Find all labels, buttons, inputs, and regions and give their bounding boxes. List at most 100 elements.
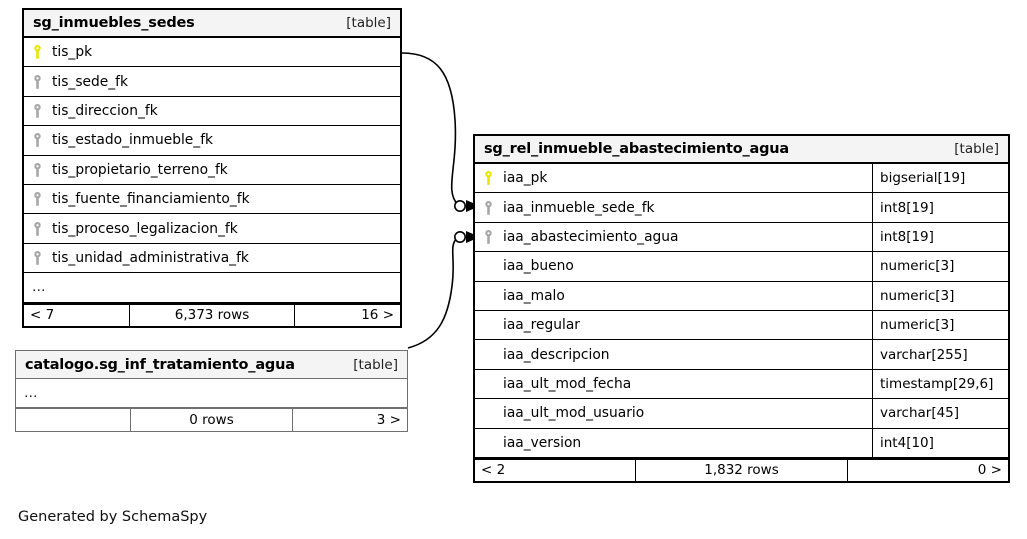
table-row[interactable]: tis_unidad_administrativa_fk [24,244,400,274]
column-cell: iaa_bueno [475,252,872,280]
column-cell: iaa_version [475,429,872,457]
column-type: int8[19] [872,193,1008,222]
table-row[interactable]: iaa_inmueble_sede_fk int8[19] [475,193,1008,223]
table-row[interactable]: tis_proceso_legalizacion_fk [24,214,400,244]
column-name: iaa_regular [503,317,580,334]
column-name: iaa_bueno [503,258,574,275]
table-row[interactable]: iaa_malo numeric[3] [475,281,1008,311]
table-row[interactable]: tis_direccion_fk [24,97,400,127]
column-cell: tis_fuente_financiamiento_fk [24,185,400,213]
column-name: tis_fuente_financiamiento_fk [52,191,250,208]
more-columns-row[interactable]: … [24,273,400,303]
footer-row-count: 1,832 rows [635,459,848,481]
foreign-key-icon [33,74,52,89]
column-cell: tis_direccion_fk [24,97,400,125]
table-title: sg_inmuebles_sedes [33,15,195,31]
column-cell: iaa_regular [475,311,872,339]
primary-key-icon [484,171,503,185]
column-cell: tis_propietario_terreno_fk [24,156,400,184]
column-cell: iaa_ult_mod_fecha [475,370,872,398]
column-name: iaa_malo [503,287,565,304]
table-row[interactable]: iaa_ult_mod_fecha timestamp[29,6] [475,369,1008,400]
generated-by-note: Generated by SchemaSpy [18,509,208,525]
footer-parents-count[interactable] [16,409,130,431]
column-name: iaa_ult_mod_fecha [503,375,632,392]
relationship-line-2 [407,236,459,349]
table-row[interactable]: tis_fuente_financiamiento_fk [24,185,400,215]
column-cell: iaa_inmueble_sede_fk [475,193,872,221]
table-row[interactable]: iaa_bueno numeric[3] [475,252,1008,282]
table-row[interactable]: iaa_regular numeric[3] [475,310,1008,341]
table-row[interactable]: iaa_ult_mod_usuario varchar[45] [475,399,1008,429]
foreign-key-icon [33,221,52,236]
table-node-sg-rel-inmueble-abastecimiento-agua[interactable]: sg_rel_inmueble_abastecimiento_agua [tab… [473,134,1010,483]
footer-children-count[interactable]: 16 > [361,307,394,324]
table-header: catalogo.sg_inf_tratamiento_agua [table] [16,351,407,379]
table-row[interactable]: iaa_pk bigserial[19] [475,164,1008,194]
relationship-line-1 [401,52,459,206]
more-columns-ellipsis: … [24,385,39,402]
cardinality-zero-marker-2 [453,231,466,244]
table-node-catalogo-sg-inf-tratamiento-agua[interactable]: catalogo.sg_inf_tratamiento_agua [table]… [15,350,408,433]
table-row[interactable]: tis_pk [24,38,400,68]
column-cell: tis_pk [24,38,400,66]
foreign-key-icon [484,200,503,215]
footer-row-count: 6,373 rows [129,304,295,326]
table-type-tag: [table] [346,15,391,31]
more-columns-ellipsis: … [32,279,47,296]
table-row[interactable]: iaa_descripcion varchar[255] [475,340,1008,370]
table-footer: < 7 6,373 rows 16 > [24,302,400,326]
column-cell: tis_proceso_legalizacion_fk [24,214,400,242]
column-name: iaa_inmueble_sede_fk [503,199,655,216]
column-cell: tis_sede_fk [24,67,400,95]
column-name: iaa_pk [503,170,548,187]
table-row[interactable]: iaa_version int4[10] [475,428,1008,458]
footer-parents-count[interactable]: < 2 [481,462,506,479]
column-type: varchar[255] [872,340,1008,369]
column-name: tis_direccion_fk [52,102,158,119]
column-cell: iaa_ult_mod_usuario [475,399,872,427]
column-type: numeric[3] [872,252,1008,281]
table-type-tag: [table] [353,356,398,373]
column-type: bigserial[19] [872,164,1008,193]
column-type: varchar[45] [872,399,1008,428]
table-row[interactable]: tis_propietario_terreno_fk [24,156,400,185]
table-row[interactable]: tis_estado_inmueble_fk [24,126,400,156]
column-cell: tis_unidad_administrativa_fk [24,244,400,272]
table-node-sg-inmuebles-sedes[interactable]: sg_inmuebles_sedes [table] tis_pk tis_se… [22,8,402,328]
footer-children-count[interactable]: 3 > [376,412,401,429]
footer-row-count: 0 rows [130,409,293,432]
table-row[interactable]: iaa_abastecimiento_agua int8[19] [475,222,1008,253]
footer-children-count[interactable]: 0 > [977,462,1002,479]
foreign-key-icon [33,133,52,148]
table-title: catalogo.sg_inf_tratamiento_agua [25,356,295,373]
column-cell: iaa_malo [475,282,872,310]
column-name: tis_estado_inmueble_fk [52,132,214,149]
column-name: iaa_abastecimiento_agua [503,228,679,245]
foreign-key-icon [33,192,52,206]
foreign-key-icon [484,229,503,244]
table-footer: < 2 1,832 rows 0 > [475,457,1008,481]
column-cell: iaa_descripcion [475,340,872,368]
column-type: numeric[3] [872,281,1008,310]
column-cell: tis_estado_inmueble_fk [24,126,400,154]
primary-key-icon [33,45,52,59]
column-name: tis_propietario_terreno_fk [52,161,228,178]
table-type-tag: [table] [954,141,999,157]
table-footer: 0 rows 3 > [16,408,407,432]
more-columns-row[interactable]: … [16,379,407,409]
column-cell: iaa_pk [475,164,872,192]
footer-parents-count[interactable]: < 7 [30,307,55,324]
foreign-key-icon [33,162,52,177]
table-header: sg_rel_inmueble_abastecimiento_agua [tab… [475,136,1008,164]
column-cell: iaa_abastecimiento_agua [475,223,872,251]
column-name: iaa_version [503,434,582,451]
column-name: iaa_ult_mod_usuario [503,405,645,422]
column-name: tis_proceso_legalizacion_fk [52,220,238,237]
table-row[interactable]: tis_sede_fk [24,67,400,97]
column-type: int4[10] [872,428,1008,457]
column-name: tis_pk [52,44,93,61]
cardinality-zero-marker-1 [453,200,466,213]
column-type: numeric[3] [872,310,1008,340]
